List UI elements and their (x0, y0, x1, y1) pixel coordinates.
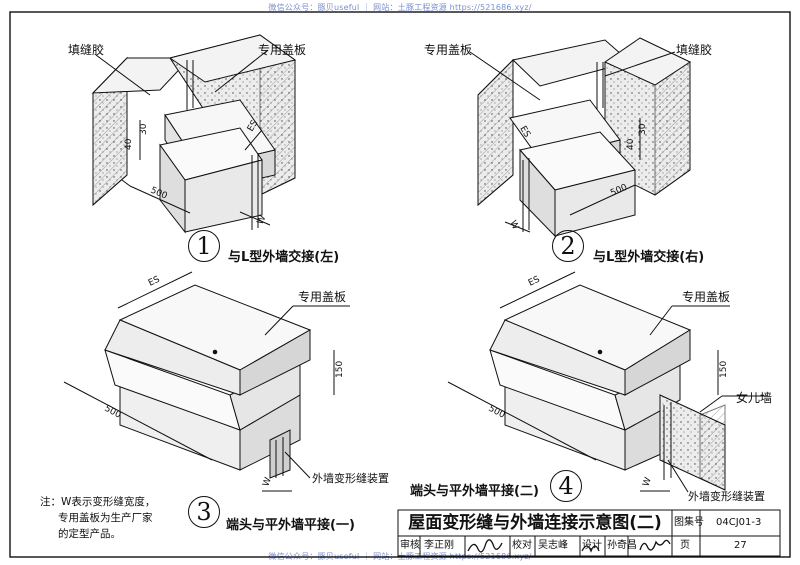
figure-2-drawing (469, 37, 692, 238)
figure-4-drawing (447, 271, 768, 493)
fig4-label-cover: 专用盖板 (682, 290, 731, 304)
fig3-dim-150: 150 (335, 361, 345, 378)
fig1-number: 1 (188, 230, 220, 262)
fig1-caption: 与L型外墙交接(左) (228, 250, 340, 265)
fig4-label-parapet: 女儿墙 (736, 391, 773, 405)
fig4-label-device: 外墙变形缝装置 (688, 490, 765, 503)
note: 注：W表示变形缝宽度， 专用盖板为生产厂家 的定型产品。 (40, 494, 155, 542)
fig4-caption: 端头与平外墙平接(二) (410, 484, 539, 499)
note-line-1: 注：W表示变形缝宽度， (40, 496, 156, 508)
fig3-dim-es: ES (147, 275, 162, 289)
fig3-label-cover: 专用盖板 (298, 290, 347, 304)
sheet-border (9, 11, 791, 558)
fig3-number: 3 (188, 496, 220, 528)
figure-3-drawing (63, 271, 350, 492)
reviewer-name: 李正刚 (424, 540, 454, 551)
fig2-label-sealant: 填缝胶 (676, 43, 713, 57)
atlas-label: 图集号 (674, 517, 704, 528)
fig2-number: 2 (552, 230, 584, 262)
fig4-dim-150: 150 (719, 361, 729, 378)
checker-name: 吴志峰 (538, 540, 568, 551)
drawing-title: 屋面变形缝与外墙连接示意图(二) (408, 513, 662, 533)
note-line-2: 专用盖板为生产厂家 (58, 512, 153, 524)
fig1-dim-w: W (256, 214, 269, 226)
designer-name: 孙奇昌 (607, 540, 637, 551)
fig1-label-cover: 专用盖板 (258, 43, 307, 57)
page-number: 27 (734, 540, 747, 551)
fig2-caption: 与L型外墙交接(右) (593, 250, 705, 265)
fig1-dim-40: 40 (124, 138, 134, 150)
figure-1-drawing (91, 34, 297, 234)
fig4-dim-500: 500 (487, 404, 507, 421)
check-label: 校对 (512, 540, 532, 551)
atlas-number: 04CJ01-3 (716, 517, 762, 528)
review-label: 审核 (400, 540, 420, 551)
fig2-dim-30: 30 (638, 123, 648, 135)
fig2-label-cover: 专用盖板 (424, 43, 473, 57)
fig4-dim-w: W (641, 476, 653, 488)
page-label: 页 (680, 540, 690, 551)
watermark-top: 微信公众号：豚贝useful ｜ 网站：土豚工程资源 https://52168… (268, 3, 532, 12)
fig1-label-sealant: 填缝胶 (68, 43, 105, 57)
title-block-grid (397, 509, 781, 557)
fig2-dim-w: W (507, 219, 520, 231)
note-line-3: 的定型产品。 (58, 528, 121, 540)
fig4-number: 4 (550, 470, 582, 502)
design-label: 设计 (582, 540, 602, 551)
fig3-label-device: 外墙变形缝装置 (312, 472, 389, 485)
fig2-dim-40: 40 (626, 138, 636, 150)
fig3-dim-w: W (261, 476, 273, 488)
fig3-caption: 端头与平外墙平接(一) (226, 518, 355, 533)
fig4-dim-es: ES (527, 275, 542, 289)
fig1-dim-30: 30 (139, 123, 149, 135)
